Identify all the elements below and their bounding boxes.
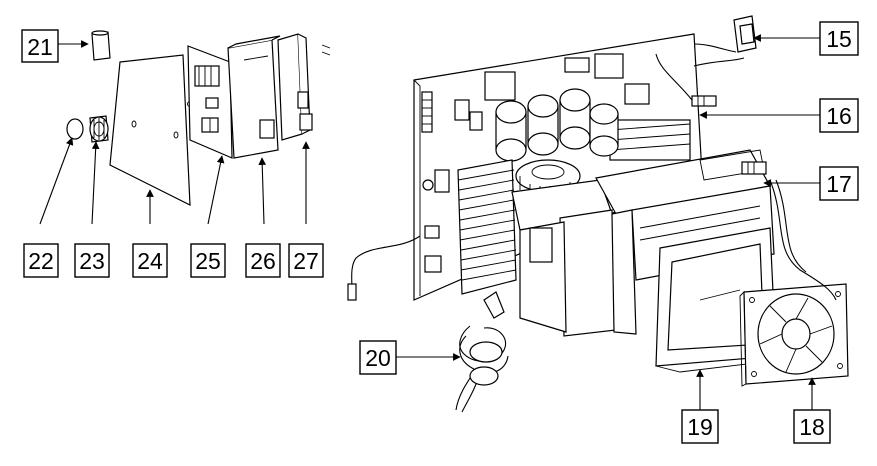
heat-sink-left [457,159,517,295]
callout-16-text: 16 [826,103,852,129]
callout-15: 15 [819,21,859,56]
callout-23-text: 23 [79,248,105,274]
part-26-shield-plate [227,35,281,159]
callout-17: 17 [819,166,859,201]
part-16-connector [655,53,717,107]
callout-15-text: 15 [826,26,852,52]
fan-cable [769,179,837,301]
callout-18: 18 [793,409,831,444]
leader-23 [91,141,100,225]
leader-lines [39,34,820,410]
callout-22-text: 22 [28,248,54,274]
callout-17-text: 17 [826,171,852,197]
callout-20-text: 20 [365,345,391,371]
part-20-filter-cable [455,291,509,413]
part-23-knob [89,115,109,143]
callout-27-text: 27 [293,248,319,274]
part-17-connector [741,161,767,175]
callout-25: 25 [190,243,226,278]
callout-23: 23 [74,243,110,278]
callout-26-text: 26 [250,248,276,274]
callout-24-text: 24 [137,248,163,274]
callout-25-text: 25 [195,248,221,274]
ground-wire [347,235,421,301]
part-21-cap [91,30,111,61]
callout-16: 16 [819,98,859,133]
callout-21: 21 [21,29,59,63]
part-15-power-switch [693,15,757,67]
callout-19: 19 [681,409,719,444]
part-24-front-panel [109,54,193,206]
part-25-control-board [187,45,233,159]
leader-25 [207,155,225,225]
callout-26: 26 [245,243,281,278]
part-22-button [66,118,84,140]
callout-19-text: 19 [687,414,713,440]
callout-20: 20 [359,340,397,375]
part-27-bracket-board [277,33,331,141]
part-18-cooling-fan [739,283,849,387]
callout-18-text: 18 [799,414,825,440]
leader-22 [39,137,74,225]
callout-27: 27 [288,243,324,278]
capacitors [495,88,619,162]
callout-22: 22 [23,243,59,278]
leader-26 [258,157,267,225]
callout-21-text: 21 [27,34,53,60]
callout-24: 24 [132,243,168,278]
